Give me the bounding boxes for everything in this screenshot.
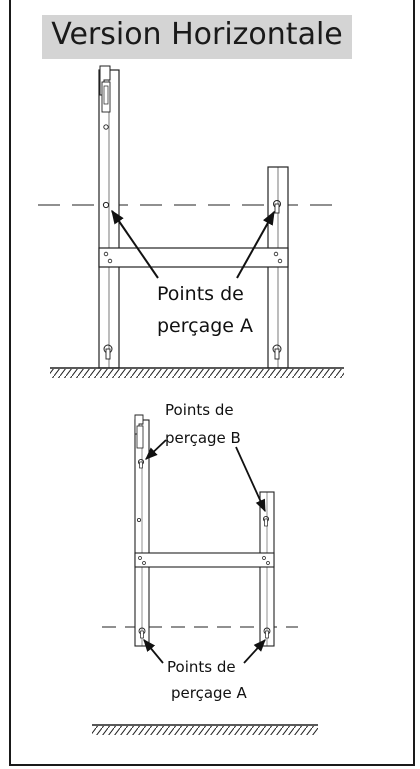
arrow-b-right <box>235 446 266 513</box>
page-title: Version Horizontale <box>51 17 343 52</box>
drill-points-a-label-2: perçage A <box>171 684 248 702</box>
drill-points-label-top-1: Points de <box>157 283 244 305</box>
drill-points-label-top-2: perçage A <box>157 315 253 337</box>
left-bracket-bottom <box>134 414 150 647</box>
drill-points-a-label-1: Points de <box>167 658 236 676</box>
bottom-diagram: Points de perçage B Points de perçage A <box>92 401 318 735</box>
arrow-top-right <box>236 210 275 279</box>
crossbar-bottom <box>134 552 275 568</box>
floor-hatch-top <box>50 369 344 378</box>
arrow-a-right <box>243 639 266 664</box>
arrow-a-left <box>143 639 164 664</box>
page-frame <box>9 0 415 766</box>
drill-points-b-label-2: perçage B <box>165 429 241 447</box>
arrow-top-left <box>111 209 159 279</box>
title-background <box>42 15 352 59</box>
top-diagram: Points de perçage A <box>38 65 344 378</box>
right-bracket-bottom <box>259 491 275 647</box>
drill-points-b-label-1: Points de <box>165 401 234 419</box>
arrow-b-left <box>145 439 167 460</box>
crossbar-top <box>98 247 289 268</box>
floor-hatch-bottom <box>92 726 318 735</box>
